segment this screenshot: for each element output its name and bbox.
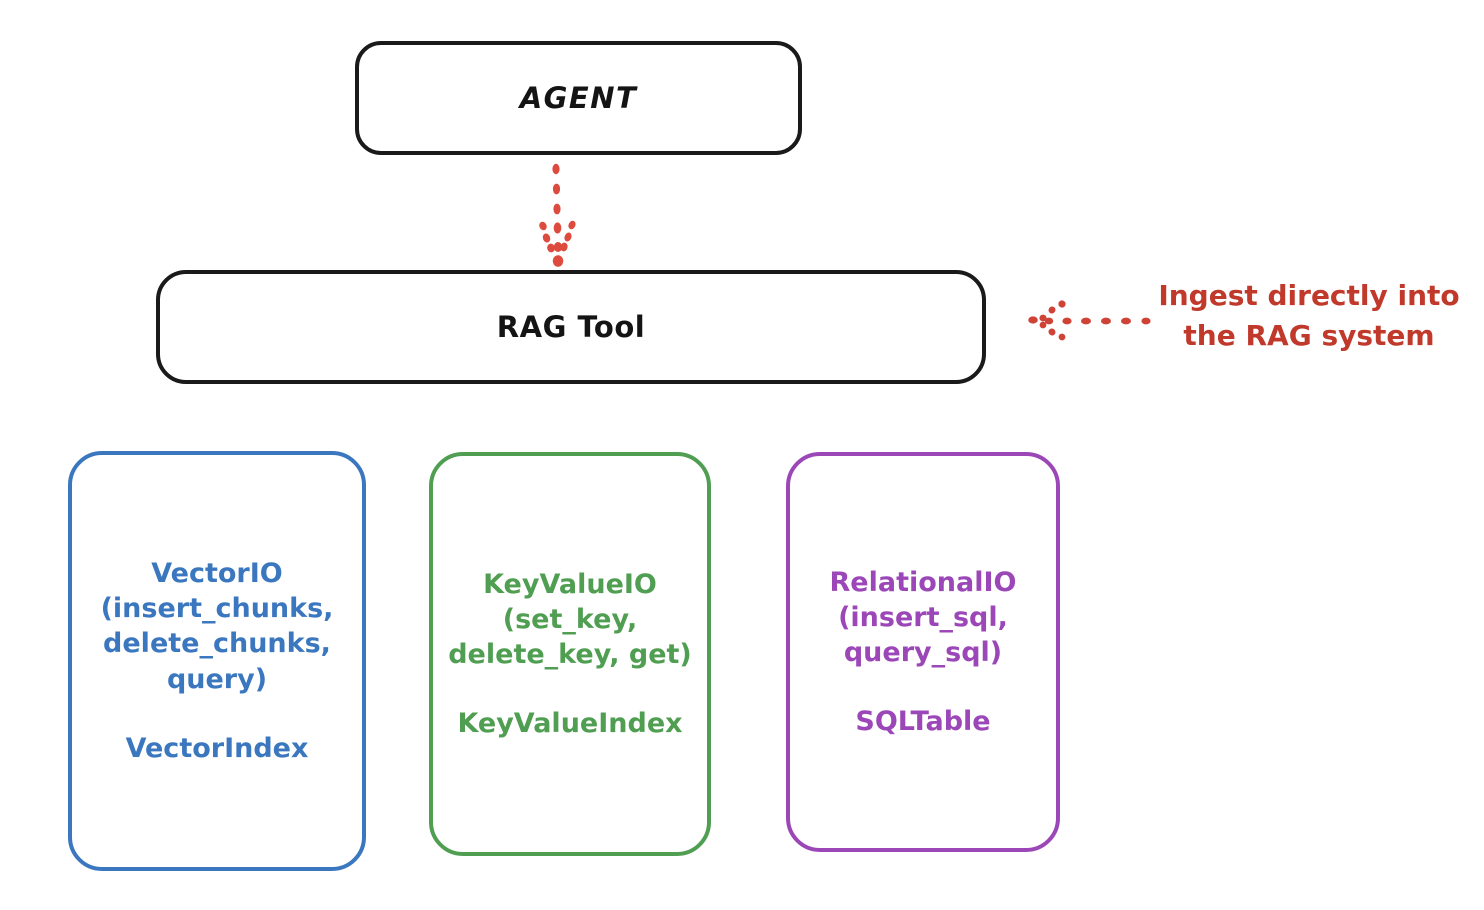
node-agent[interactable]: AGENT [355,41,802,155]
annotation-ingest: Ingest directly into the RAG system [1158,279,1460,352]
node-agent-label: AGENT [519,81,638,115]
node-vector-io-api: VectorIO (insert_chunks, delete_chunks, … [100,558,334,695]
node-key-value-io-api: KeyValueIO (set_key, delete_key, get) [448,568,692,670]
node-vector-io[interactable]: VectorIO (insert_chunks, delete_chunks, … [68,451,366,871]
node-relational-io-index: SQLTable [855,706,991,738]
node-relational-io[interactable]: RelationalIO (insert_sql, query_sql) SQL… [786,452,1060,852]
node-key-value-io[interactable]: KeyValueIO (set_key, delete_key, get) Ke… [429,452,711,856]
connector-agent-to-rag-tool [539,163,576,267]
node-vector-io-index: VectorIndex [125,732,309,764]
node-key-value-io-index: KeyValueIndex [457,708,683,740]
node-rag-tool[interactable]: RAG Tool [156,270,986,384]
connector-ingest-arrow [1028,300,1151,341]
node-relational-io-api: RelationalIO (insert_sql, query_sql) [829,566,1017,668]
node-rag-tool-label: RAG Tool [496,310,646,344]
